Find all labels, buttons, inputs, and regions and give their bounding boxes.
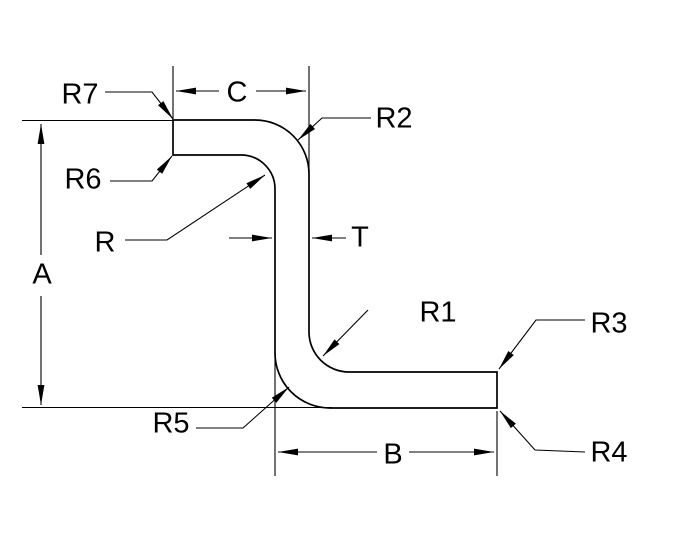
r4-leader [499, 410, 586, 453]
r7-leader [105, 91, 174, 120]
r1-leader [322, 309, 369, 357]
label-b: B [383, 438, 403, 471]
profile-outline-path [172, 119, 498, 409]
label-r4: R4 [590, 436, 628, 469]
label-r7: R7 [61, 78, 99, 111]
leader-lines [105, 91, 586, 453]
label-r5: R5 [152, 407, 190, 440]
extension-lines [22, 66, 498, 476]
label-t: T [351, 221, 369, 254]
r2-leader [297, 117, 371, 141]
dimension-lines [37, 87, 494, 456]
label-r: R [94, 226, 116, 259]
r6-leader [110, 155, 173, 182]
label-r2: R2 [375, 102, 413, 135]
label-r3: R3 [590, 307, 628, 340]
label-a: A [32, 258, 52, 291]
r-leader [125, 174, 266, 241]
r5-leader [196, 386, 290, 429]
r3-leader [498, 319, 585, 370]
label-r1: R1 [419, 296, 457, 329]
label-c: C [226, 76, 248, 109]
label-r6: R6 [64, 163, 102, 196]
profile-outline [172, 119, 498, 409]
